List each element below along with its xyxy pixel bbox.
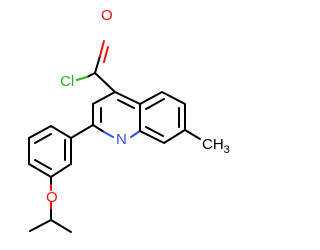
methyl-label-main: CH [202, 136, 224, 153]
chlorine-label: Cl [60, 73, 74, 90]
ring-nitrogen-label: N [116, 131, 127, 148]
bond-c2-n-blue [103, 131, 114, 138]
methyl-label-subscript: 3 [224, 144, 230, 156]
pyridine-bonds-right [114, 91, 141, 132]
bond-c-o-double-red [99, 40, 109, 63]
isopropoxy-group [29, 176, 72, 233]
phenyl-inner-bonds [34, 133, 66, 170]
bond-carbonyl-ring [94, 72, 116, 93]
benzo-ring-inner-bonds [145, 98, 180, 137]
structure-drawing: Cl O N O CH3 [28, 7, 230, 233]
isopropyl-bonds [29, 209, 72, 233]
acyl-chloride-group [76, 40, 116, 93]
pyridine-inner-bond-2 [117, 99, 135, 109]
bond-methyl [184, 129, 201, 140]
methyl-label: CH3 [202, 136, 230, 156]
benzo-ring-bonds [139, 90, 186, 145]
phenyl-ring [28, 124, 94, 179]
molecule-diagram: Cl O N O CH3 [28, 7, 230, 233]
pyridine-bonds-left [92, 91, 116, 133]
ether-oxygen-label: O [46, 189, 58, 206]
bond-ring-phenyl [70, 124, 94, 139]
bond-n-c8a-blue [130, 130, 141, 138]
bond-c-cl-dark [86, 72, 96, 78]
bond-c-o-dark [94, 55, 101, 74]
phenyl-ring-bonds [28, 124, 72, 179]
benzo-ring [139, 90, 186, 145]
bond-c-cl-green [76, 76, 88, 81]
carbonyl-oxygen-label: O [101, 7, 113, 24]
